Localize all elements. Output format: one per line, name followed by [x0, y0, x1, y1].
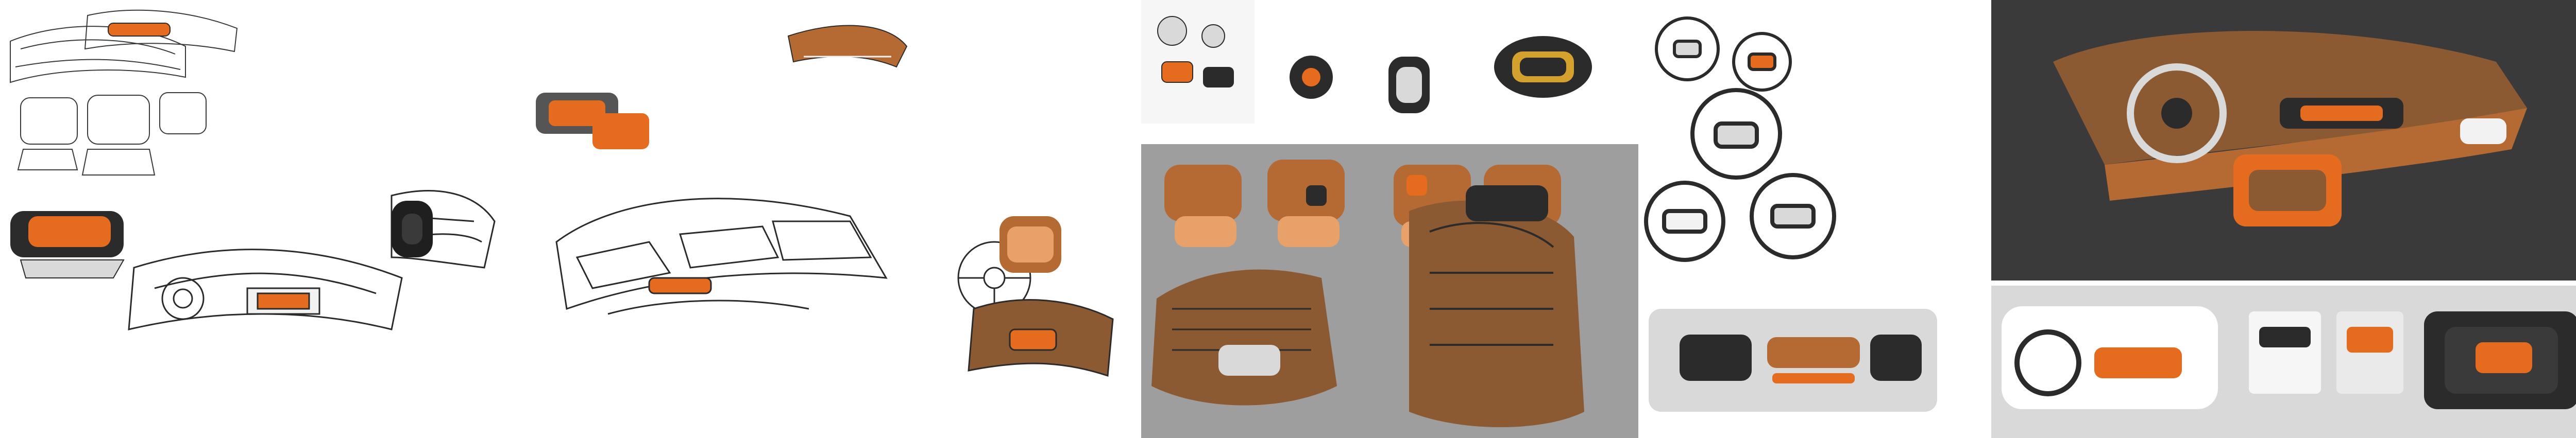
- steering-wheel-studies-svg: [1644, 16, 1937, 412]
- controls-thumbnail-cluster: [1141, 0, 1255, 124]
- dashboard-rendering-top: [1991, 0, 2576, 281]
- seat-rendering-small-1: [1164, 165, 1242, 247]
- controls-renderings-top: [1141, 0, 1638, 144]
- large-cabin-sketch: [555, 198, 888, 315]
- main-dashboard-rendering: [2053, 31, 2527, 226]
- dark-vent-sketch: [392, 201, 433, 257]
- panel-dashboard-renderings: [1991, 0, 2576, 438]
- brown-cockpit-sketch: [968, 299, 1114, 377]
- controls-thumbnail-cluster-svg: [1157, 16, 1234, 87]
- controls-renderings-svg: [1290, 36, 1592, 113]
- steering-wheel-rendering-1: [1655, 16, 1720, 81]
- seat-rendering-small-2: [1267, 160, 1345, 247]
- panel-interior-concept-sketches: [0, 0, 1141, 438]
- dashboard-sketch-2: [84, 9, 238, 52]
- yellow-cup-holder-rendering: [1494, 36, 1592, 98]
- door-trim-rendering: [1649, 309, 1937, 412]
- white-dashboard-rendering: [2002, 306, 2218, 409]
- steering-wheel-rendering-2: [1732, 32, 1792, 92]
- thumbnail-renderings: [2249, 311, 2403, 394]
- seat-renderings-bottom: [1141, 144, 1638, 438]
- dashboard-rendering-bottom-svg: [2002, 306, 2576, 409]
- panel-seat-and-controls-renderings: [1141, 0, 1638, 438]
- cylindrical-control-rendering: [1388, 57, 1430, 113]
- orange-seat-sketch: [999, 216, 1061, 273]
- orange-console-sketch: [10, 211, 125, 278]
- seat-sketch-cluster: [17, 92, 207, 176]
- orange-console-module-sketch: [536, 93, 649, 149]
- dark-door-module-rendering: [2424, 311, 2576, 409]
- steering-wheel-rendering-3: [1690, 88, 1782, 180]
- dashboard-rendering-top-svg: [2053, 31, 2527, 226]
- steering-wheel-rendering-5: [1750, 173, 1836, 259]
- dashboard-rendering-bottom: [1991, 286, 2576, 438]
- interior-sketches-canvas: [10, 9, 1114, 377]
- steering-wheel-rendering-4: [1644, 181, 1725, 262]
- dashboard-sketch-1: [10, 26, 186, 83]
- round-knob-rendering: [1290, 56, 1333, 99]
- interior-layout-sketch: [128, 249, 403, 330]
- large-seat-rendering-left: [1151, 269, 1337, 406]
- seat-renderings-svg: [1151, 160, 1584, 427]
- large-seat-rendering-right: [1409, 185, 1584, 427]
- panel-steering-wheel-studies: [1638, 0, 1991, 438]
- brown-headliner-sketch: [787, 25, 908, 68]
